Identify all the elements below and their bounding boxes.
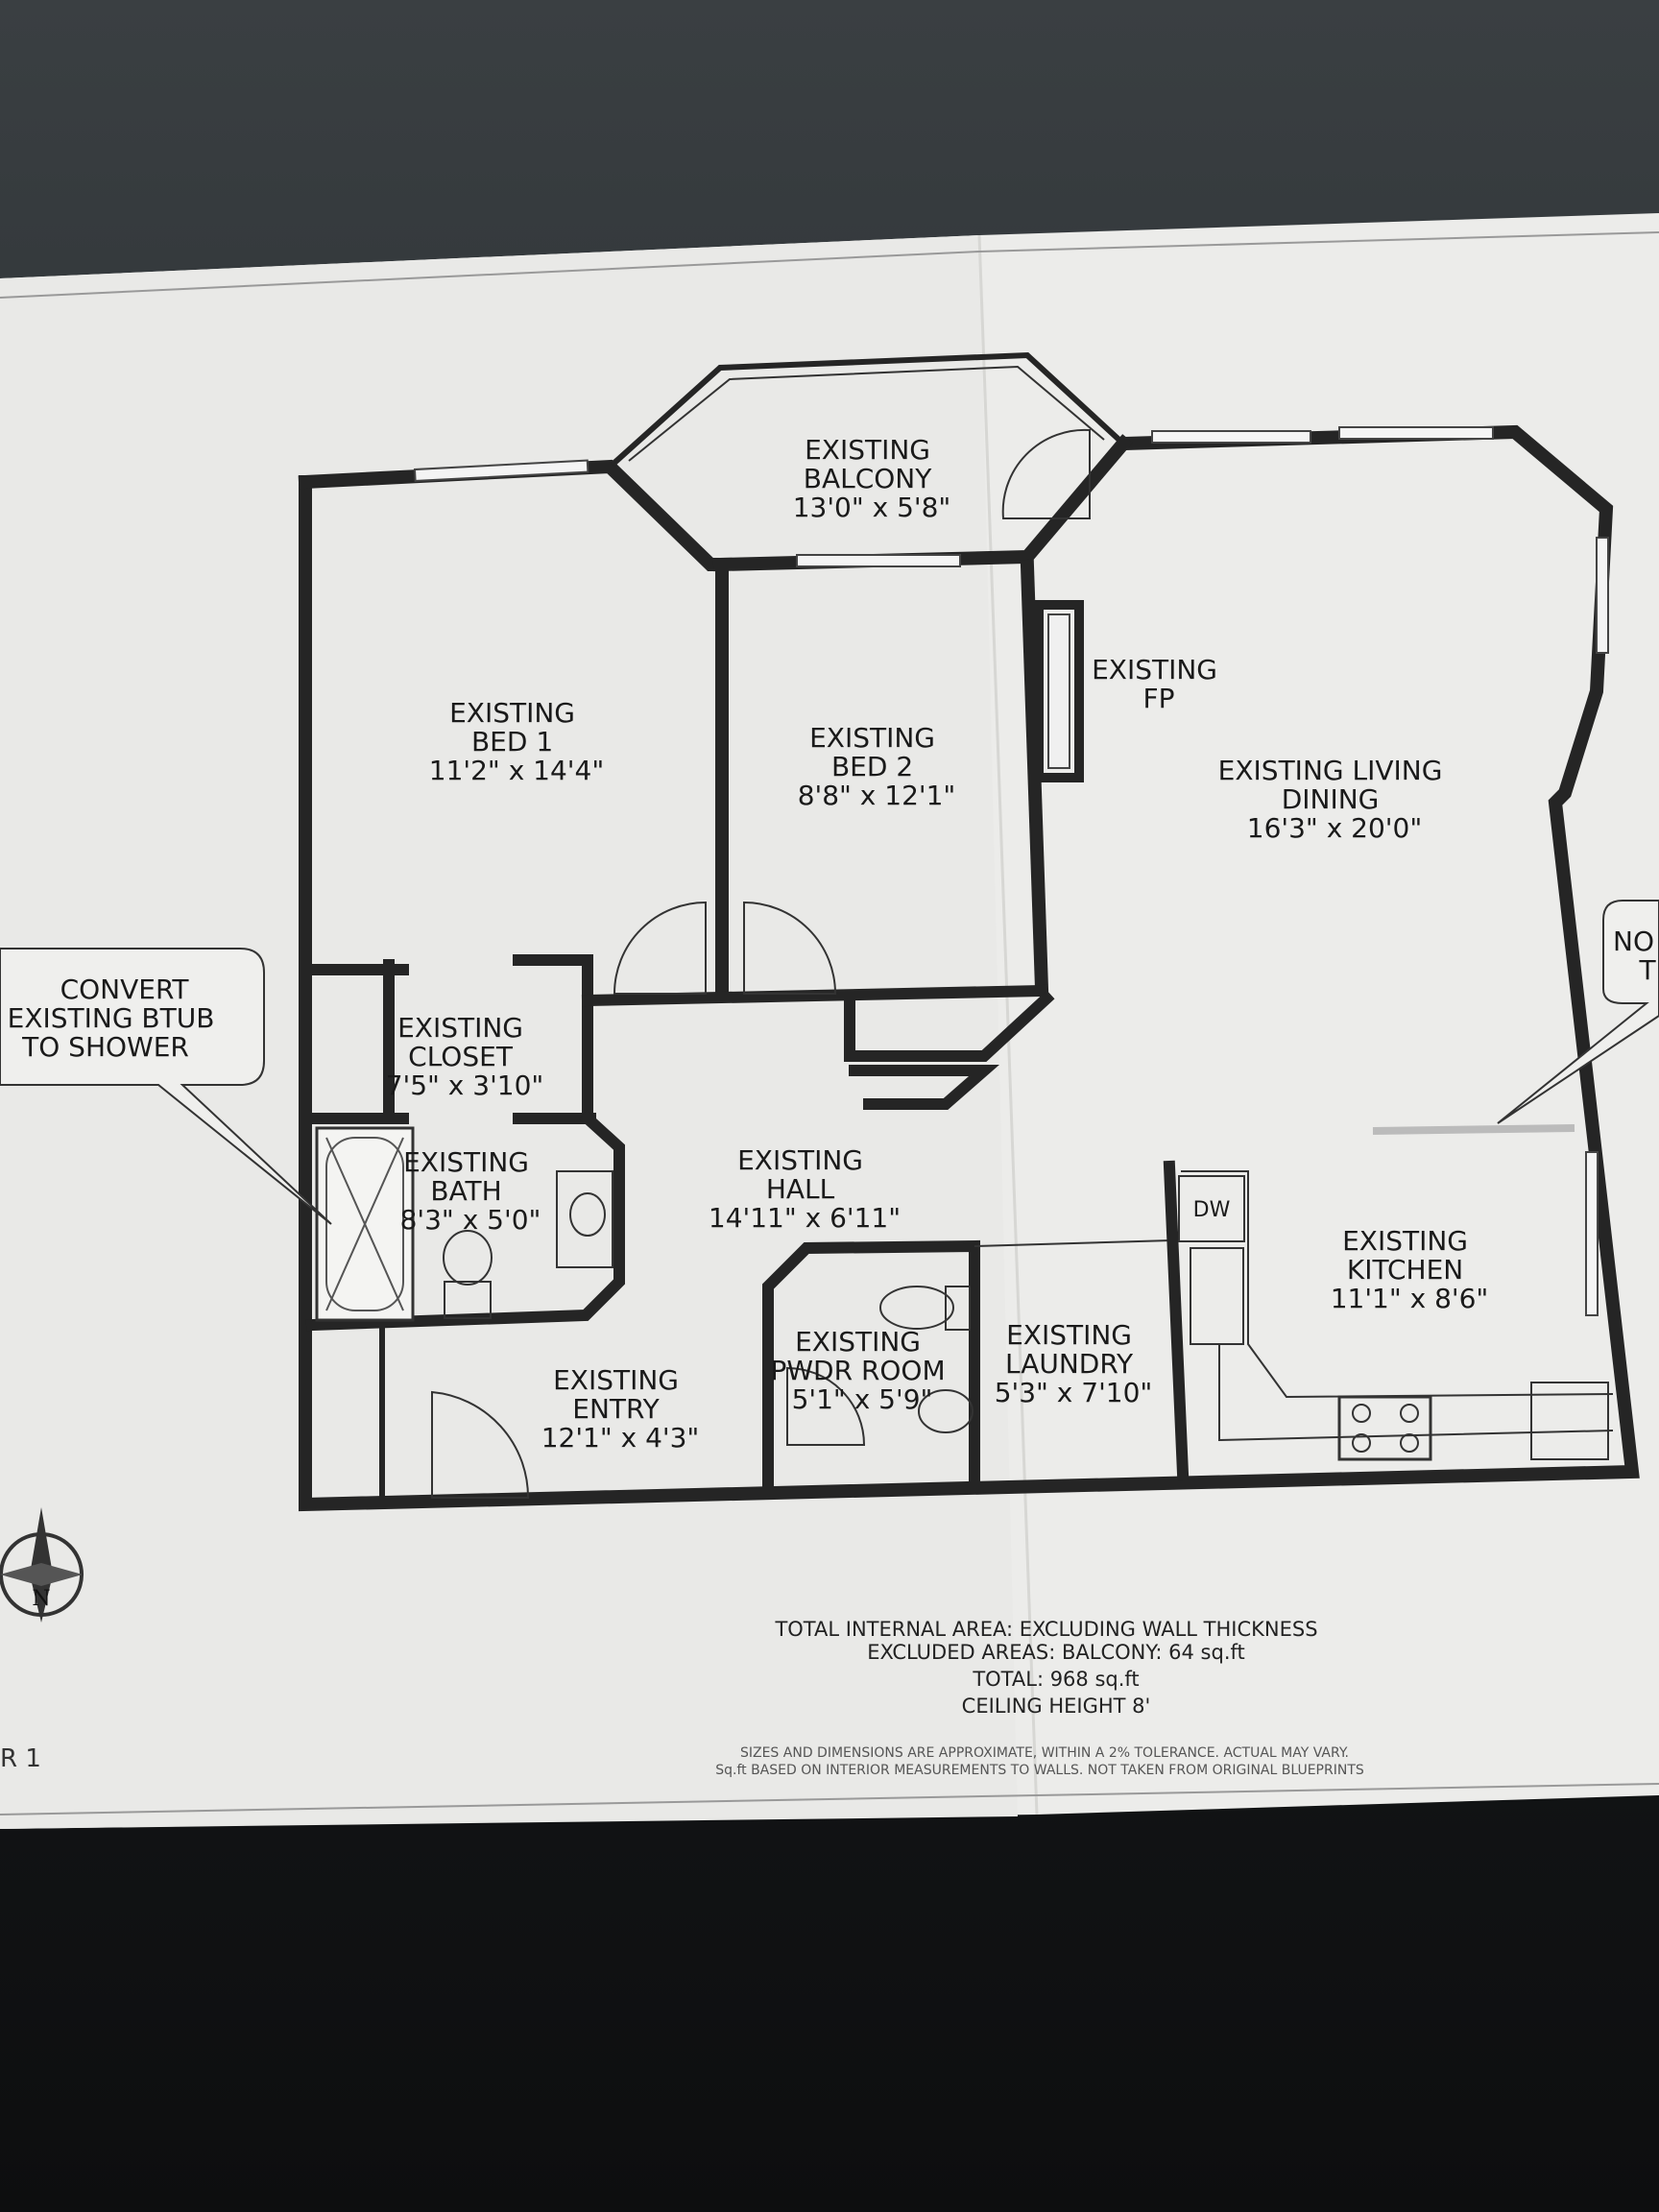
balcony-label: EXISTING BALCONY 13'0" x 5'8" [793, 434, 951, 523]
summary-total-area: TOTAL INTERNAL AREA: EXCLUDING WALL THIC… [774, 1618, 1317, 1641]
summary-excluded: EXCLUDED AREAS: BALCONY: 64 sq.ft [867, 1641, 1245, 1664]
disclaimer-line1: SIZES AND DIMENSIONS ARE APPROXIMATE, WI… [740, 1745, 1349, 1761]
callout-left: CONVERT EXISTING BTUB TO SHOWER [0, 948, 332, 1225]
kitchen-sink-icon [1190, 1247, 1244, 1345]
area-summary: TOTAL INTERNAL AREA: EXCLUDING WALL THIC… [715, 1618, 1364, 1778]
compass-icon: N [0, 1507, 84, 1623]
floor-label: R 1 [0, 1744, 41, 1773]
living-dining-label: EXISTING LIVING DINING 16'3" x 20'0" [1218, 755, 1452, 844]
fireplace-label: EXISTING FP [1092, 654, 1226, 714]
summary-ceiling: CEILING HEIGHT 8' [962, 1695, 1151, 1718]
doors [431, 428, 1091, 1499]
bed2-label: EXISTING BED 2 8'8" x 12'1" [798, 722, 956, 811]
pwdr-room-label: EXISTING PWDR ROOM 5'1" x 5'9" [770, 1326, 953, 1415]
svg-text:NO T: NO T [1613, 926, 1659, 986]
toilet-icon [444, 1281, 492, 1319]
stove-icon [1337, 1395, 1432, 1461]
entry-label: EXISTING ENTRY 12'1" x 4'3" [541, 1364, 700, 1454]
laundry-label: EXISTING LAUNDRY 5'3" x 7'10" [995, 1319, 1153, 1408]
windows [413, 426, 1609, 1316]
fixtures [315, 1126, 1614, 1461]
dishwasher-label: DW [1193, 1198, 1231, 1222]
svg-text:N: N [32, 1587, 50, 1611]
sink-icon [556, 1170, 613, 1268]
svg-text:CONVERT EXISTING BTUB: CONVERT EXISTING BTUB TO SHOWER [8, 974, 224, 1063]
fridge-icon [1530, 1382, 1609, 1460]
bath-label: EXISTING BATH 8'3" x 5'0" [400, 1146, 541, 1236]
summary-total: TOTAL: 968 sq.ft [972, 1668, 1139, 1691]
bed1-label: EXISTING BED 1 11'2" x 14'4" [429, 697, 604, 786]
room-labels: EXISTING BALCONY 13'0" x 5'8" EXISTING B… [386, 434, 1489, 1454]
closet-label: EXISTING CLOSET 7'5" x 3'10" [386, 1012, 544, 1101]
kitchen-label: EXISTING KITCHEN 11'1" x 8'6" [1331, 1225, 1489, 1314]
hall-label: EXISTING HALL 14'11" x 6'11" [709, 1144, 901, 1234]
callout-right: NO T [1497, 900, 1659, 1124]
disclaimer-line2: Sq.ft BASED ON INTERIOR MEASUREMENTS TO … [715, 1763, 1364, 1778]
